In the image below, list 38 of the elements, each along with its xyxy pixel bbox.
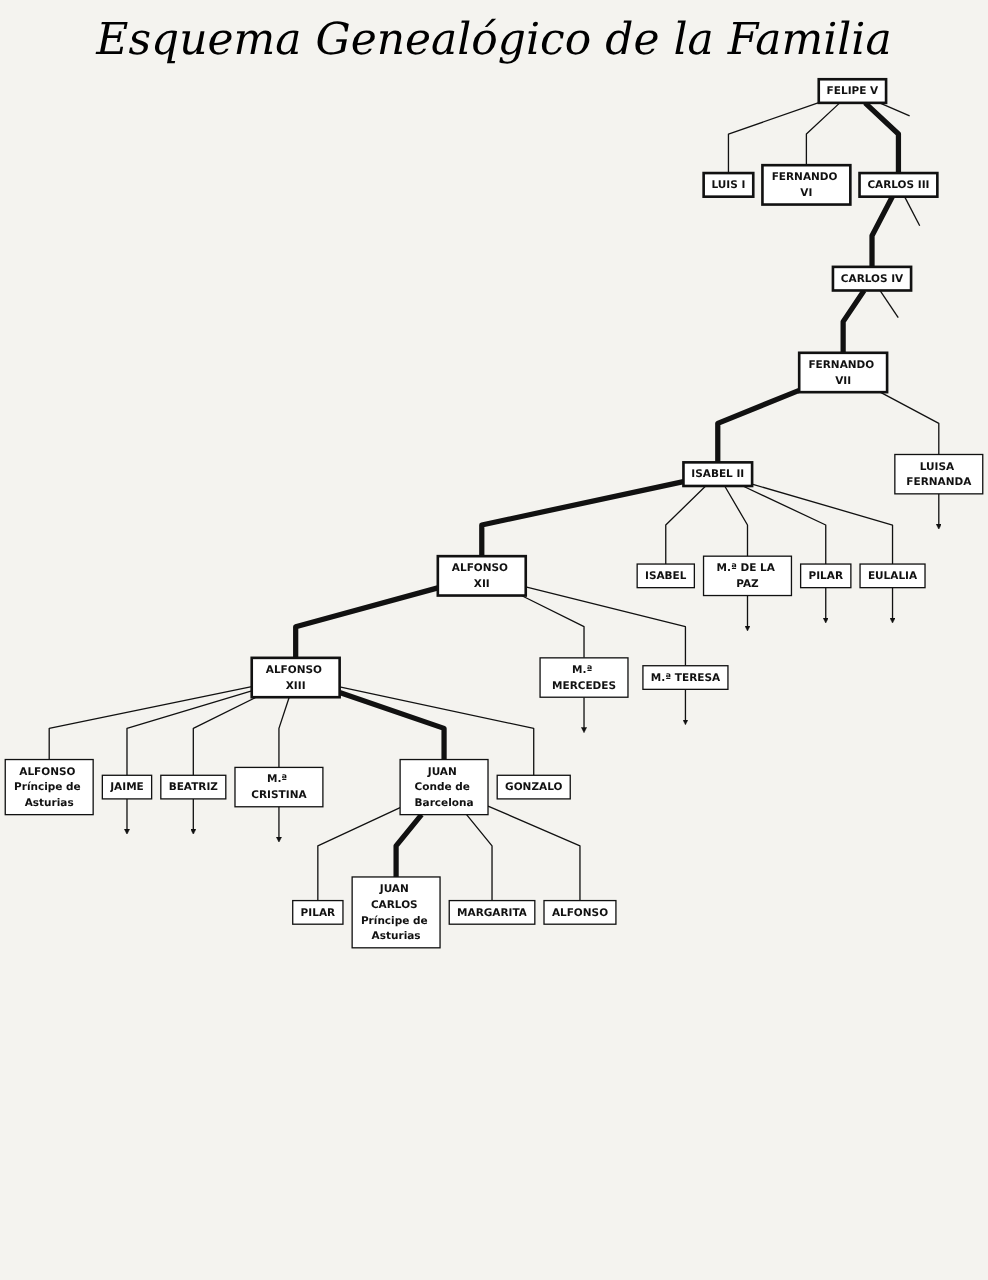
connector-line	[879, 289, 899, 319]
connector-line	[863, 100, 902, 174]
connector-line	[48, 685, 253, 761]
connector-line	[192, 696, 257, 776]
connector-line	[878, 102, 911, 117]
connector-line	[805, 102, 841, 166]
title: Esquema Genealógico de la Familia	[93, 16, 894, 66]
connector-line	[879, 391, 940, 456]
connector-line	[665, 485, 707, 565]
connector-line	[338, 686, 535, 776]
connector-line	[479, 479, 684, 557]
connector-line	[487, 805, 581, 902]
connector-line	[465, 814, 493, 902]
connector-line	[840, 289, 867, 353]
connector-line	[715, 387, 801, 463]
connector-line	[393, 813, 424, 877]
arrow	[744, 594, 751, 632]
arrow	[190, 798, 197, 835]
connector-line	[724, 485, 749, 557]
connector-line	[903, 196, 921, 227]
connector-line	[751, 483, 894, 565]
arrow	[124, 798, 130, 835]
connector-line	[126, 690, 253, 776]
connector-line	[317, 806, 401, 902]
arrow	[682, 688, 689, 726]
connector-line	[338, 690, 447, 760]
arrow	[935, 493, 942, 530]
connector-line	[869, 195, 895, 267]
connector-line	[525, 586, 687, 667]
arrow	[581, 696, 587, 733]
arrow	[889, 587, 896, 624]
connector-line	[520, 594, 585, 659]
connector-line	[727, 102, 820, 174]
arrow	[822, 587, 829, 624]
connector-line	[293, 585, 439, 658]
connector-line	[742, 485, 827, 565]
arrow	[276, 806, 282, 843]
connector-line	[278, 696, 290, 769]
